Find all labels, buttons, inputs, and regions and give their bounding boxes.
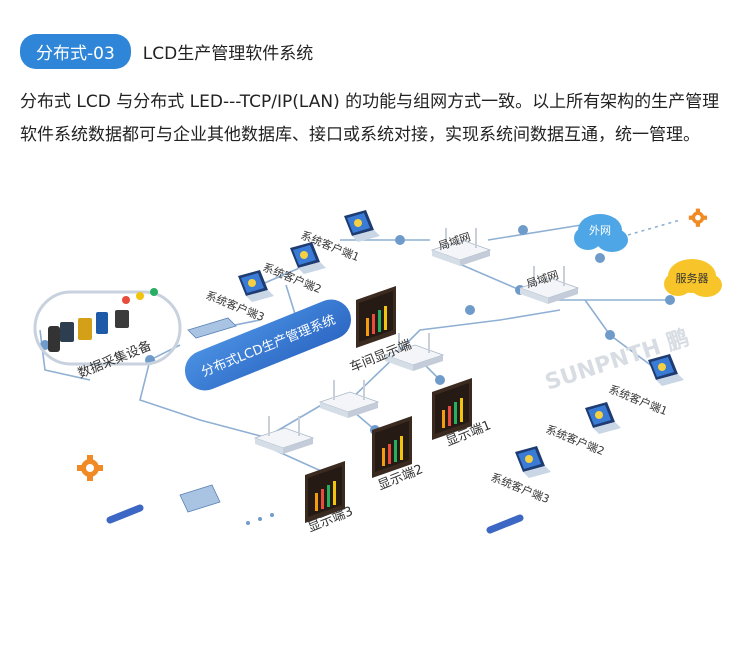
right-client-2-icon [585, 402, 621, 434]
section-badge: 分布式-03 [20, 33, 131, 69]
router-5-icon [254, 415, 314, 455]
keyboard-icon-bottom [179, 484, 221, 513]
gear-icon-top-right [688, 208, 707, 227]
right-client-3-label: 系统客户端3 [489, 470, 552, 506]
central-system-pill: 分布式LCD生产管理系统 [184, 299, 352, 391]
svg-text:服务器: 服务器 [676, 272, 709, 285]
data-collection-label: 数据采集设备 [76, 338, 154, 382]
data-collection-devices-icon [48, 288, 158, 352]
decor-bar-left [106, 504, 144, 524]
section-title: LCD生产管理软件系统 [142, 43, 314, 64]
data-collection-box [33, 290, 182, 366]
router-4-icon [319, 379, 379, 419]
workshop-display-icon [356, 286, 396, 348]
right-client-1-label: 系统客户端1 [607, 382, 670, 418]
section-header: 分布式-03 LCD生产管理软件系统 [20, 33, 314, 69]
gear-icon-bottom-left [77, 455, 103, 481]
right-client-3-icon [515, 446, 551, 478]
external-network-cloud-icon: 外网 [574, 214, 628, 252]
svg-text:外网: 外网 [589, 224, 611, 237]
keyboard-icon [187, 317, 237, 339]
description-text: 分布式 LCD 与分布式 LED---TCP/IP(LAN) 的功能与组网方式一… [20, 92, 720, 145]
decor-bar-right [486, 514, 524, 534]
decor-dots [246, 513, 274, 525]
left-client-1-icon [344, 210, 380, 242]
server-cloud-icon: 服务器 [664, 259, 722, 297]
